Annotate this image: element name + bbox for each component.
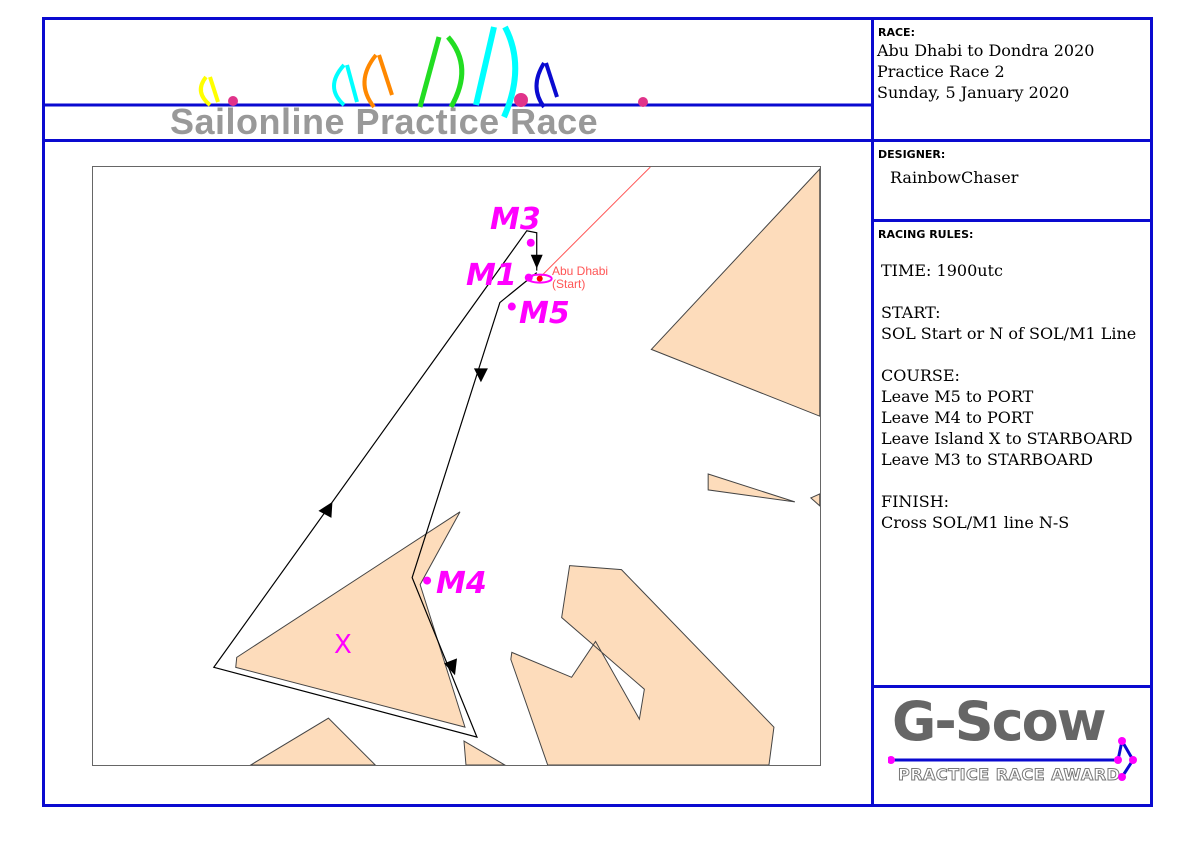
route-arrows (318, 254, 543, 676)
rule-time: TIME: 1900utc (881, 261, 1003, 280)
start-label: Abu Dhabi (Start) (552, 265, 608, 291)
island-x-label: X (334, 630, 352, 660)
land-southwest (249, 717, 376, 765)
rule-course-3: Leave Island X to STARBOARD (881, 429, 1133, 448)
mark-m3-dot (526, 238, 535, 247)
mark-m5: M5 (519, 296, 570, 331)
land-southeast (510, 565, 775, 765)
start-name: Abu Dhabi (552, 264, 609, 278)
arrow-icon (444, 658, 457, 676)
rule-course-heading: COURSE: (881, 366, 960, 385)
designer-label: DESIGNER: (878, 148, 946, 161)
mark-m3: M3 (490, 202, 541, 237)
banner-sails-graphic (44, 25, 872, 119)
rules-panel: RACING RULES: TIME: 1900utc START: SOL S… (871, 219, 1153, 688)
arrow-icon (318, 501, 333, 518)
arrow-icon (473, 368, 488, 383)
race-label: RACE: (878, 26, 915, 39)
course-map[interactable] (92, 166, 821, 766)
course-route (212, 230, 538, 738)
rule-finish-heading: FINISH: (881, 492, 950, 511)
rule-course-2: Leave M4 to PORT (881, 408, 1034, 427)
rule-start-heading: START: (881, 303, 941, 322)
mark-m4: M4 (436, 566, 487, 601)
land-south (463, 740, 506, 765)
land-sliver (707, 473, 796, 503)
designer-panel: DESIGNER: RainbowChaser (871, 139, 1153, 222)
race-panel: RACE: Abu Dhabi to Dondra 2020 Practice … (871, 17, 1153, 142)
rule-course-1: Leave M5 to PORT (881, 387, 1034, 406)
start-line (539, 167, 651, 278)
race-subtitle: Practice Race 2 (877, 62, 1005, 81)
mark-m5-dot (507, 302, 516, 311)
banner-title: Sailonline Practice Race (170, 101, 599, 142)
start-sub: (Start) (552, 277, 586, 291)
island-x (235, 511, 466, 728)
award-title: G-Scow (892, 690, 1107, 753)
award-logo: G-Scow PRACTICE RACE AWARD (888, 690, 1138, 794)
rule-finish: Cross SOL/M1 line N-S (881, 513, 1070, 532)
award-subtitle: PRACTICE RACE AWARD (897, 765, 1121, 785)
mark-m1-dot (524, 273, 533, 282)
rule-course-4: Leave M3 to STARBOARD (881, 450, 1093, 469)
race-date: Sunday, 5 January 2020 (877, 83, 1070, 102)
mark-m1: M1 (466, 258, 517, 293)
arrow-icon (530, 254, 543, 269)
mark-m4-dot (423, 576, 432, 585)
designer-name: RainbowChaser (890, 168, 1019, 187)
rules-label: RACING RULES: (878, 228, 974, 241)
rule-start: SOL Start or N of SOL/M1 Line (881, 324, 1137, 343)
award-course-graphic (888, 736, 1137, 781)
award-panel: G-Scow PRACTICE RACE AWARD (871, 685, 1153, 807)
race-name: Abu Dhabi to Dondra 2020 (877, 41, 1095, 60)
land-tiny (809, 493, 820, 507)
land-northeast (650, 168, 820, 417)
